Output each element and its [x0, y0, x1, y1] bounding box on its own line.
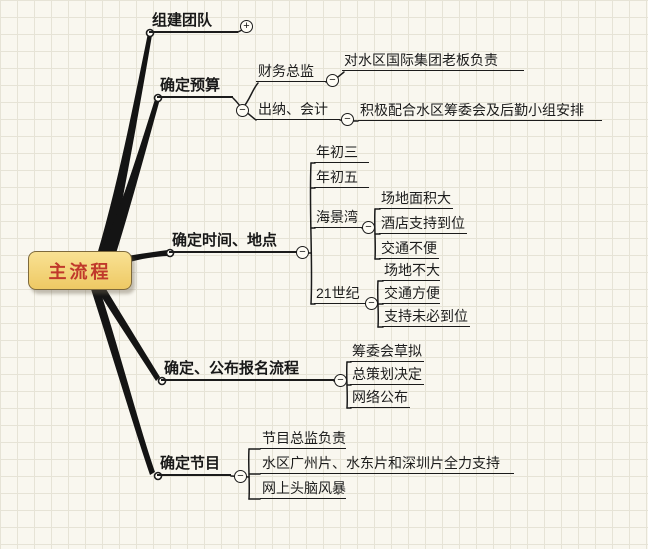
node-boss-responsible[interactable]: 对水区国际集团老板负责: [342, 51, 524, 71]
node-budget[interactable]: 确定预算: [157, 76, 233, 98]
node-publish-online[interactable]: 网络公布: [350, 388, 410, 408]
root-node[interactable]: 主流程: [28, 251, 132, 290]
main-branch-lines: [90, 33, 168, 475]
node-support-uncertain[interactable]: 支持未必到位: [382, 307, 470, 327]
node-21st-century[interactable]: 21世纪: [314, 284, 366, 304]
node-cny-day3[interactable]: 年初三: [314, 143, 369, 163]
node-hotel-support[interactable]: 酒店支持到位: [379, 214, 467, 234]
node-cny-day5[interactable]: 年初五: [314, 168, 369, 188]
node-chief-planner-decide[interactable]: 总策划决定: [350, 365, 424, 385]
node-venue-large[interactable]: 场地面积大: [379, 189, 453, 209]
node-signup-process[interactable]: 确定、公布报名流程: [161, 359, 334, 381]
collapse-icon[interactable]: −: [296, 246, 309, 259]
node-cashier-accountant[interactable]: 出纳、会计: [256, 100, 340, 120]
node-online-brainstorm[interactable]: 网上头脑风暴: [260, 479, 346, 499]
node-seaview-bay[interactable]: 海景湾: [314, 208, 362, 228]
node-cooperate-logistics[interactable]: 积极配合水区筹委会及后勤小组安排: [358, 101, 602, 121]
node-program[interactable]: 确定节目: [157, 454, 231, 476]
root-label: 主流程: [48, 261, 112, 282]
collapse-icon[interactable]: −: [236, 104, 249, 117]
collapse-icon[interactable]: −: [334, 374, 347, 387]
collapse-icon[interactable]: −: [326, 74, 339, 87]
node-traffic-convenient[interactable]: 交通方便: [382, 284, 440, 304]
node-committee-draft[interactable]: 筹委会草拟: [350, 342, 424, 362]
node-cfo[interactable]: 财务总监: [256, 62, 326, 82]
collapse-icon[interactable]: −: [365, 297, 378, 310]
collapse-icon[interactable]: −: [234, 470, 247, 483]
node-traffic-inconvenient[interactable]: 交通不便: [379, 239, 439, 259]
node-program-director[interactable]: 节目总监负责: [260, 429, 346, 449]
collapse-icon[interactable]: −: [362, 221, 375, 234]
node-time-place[interactable]: 确定时间、地点: [169, 231, 298, 253]
node-regions-support[interactable]: 水区广州片、水东片和深圳片全力支持: [260, 454, 514, 474]
collapse-icon[interactable]: −: [341, 113, 354, 126]
node-build-team[interactable]: 组建团队: [149, 11, 238, 33]
node-venue-small[interactable]: 场地不大: [382, 261, 440, 281]
expand-icon[interactable]: +: [240, 20, 253, 33]
